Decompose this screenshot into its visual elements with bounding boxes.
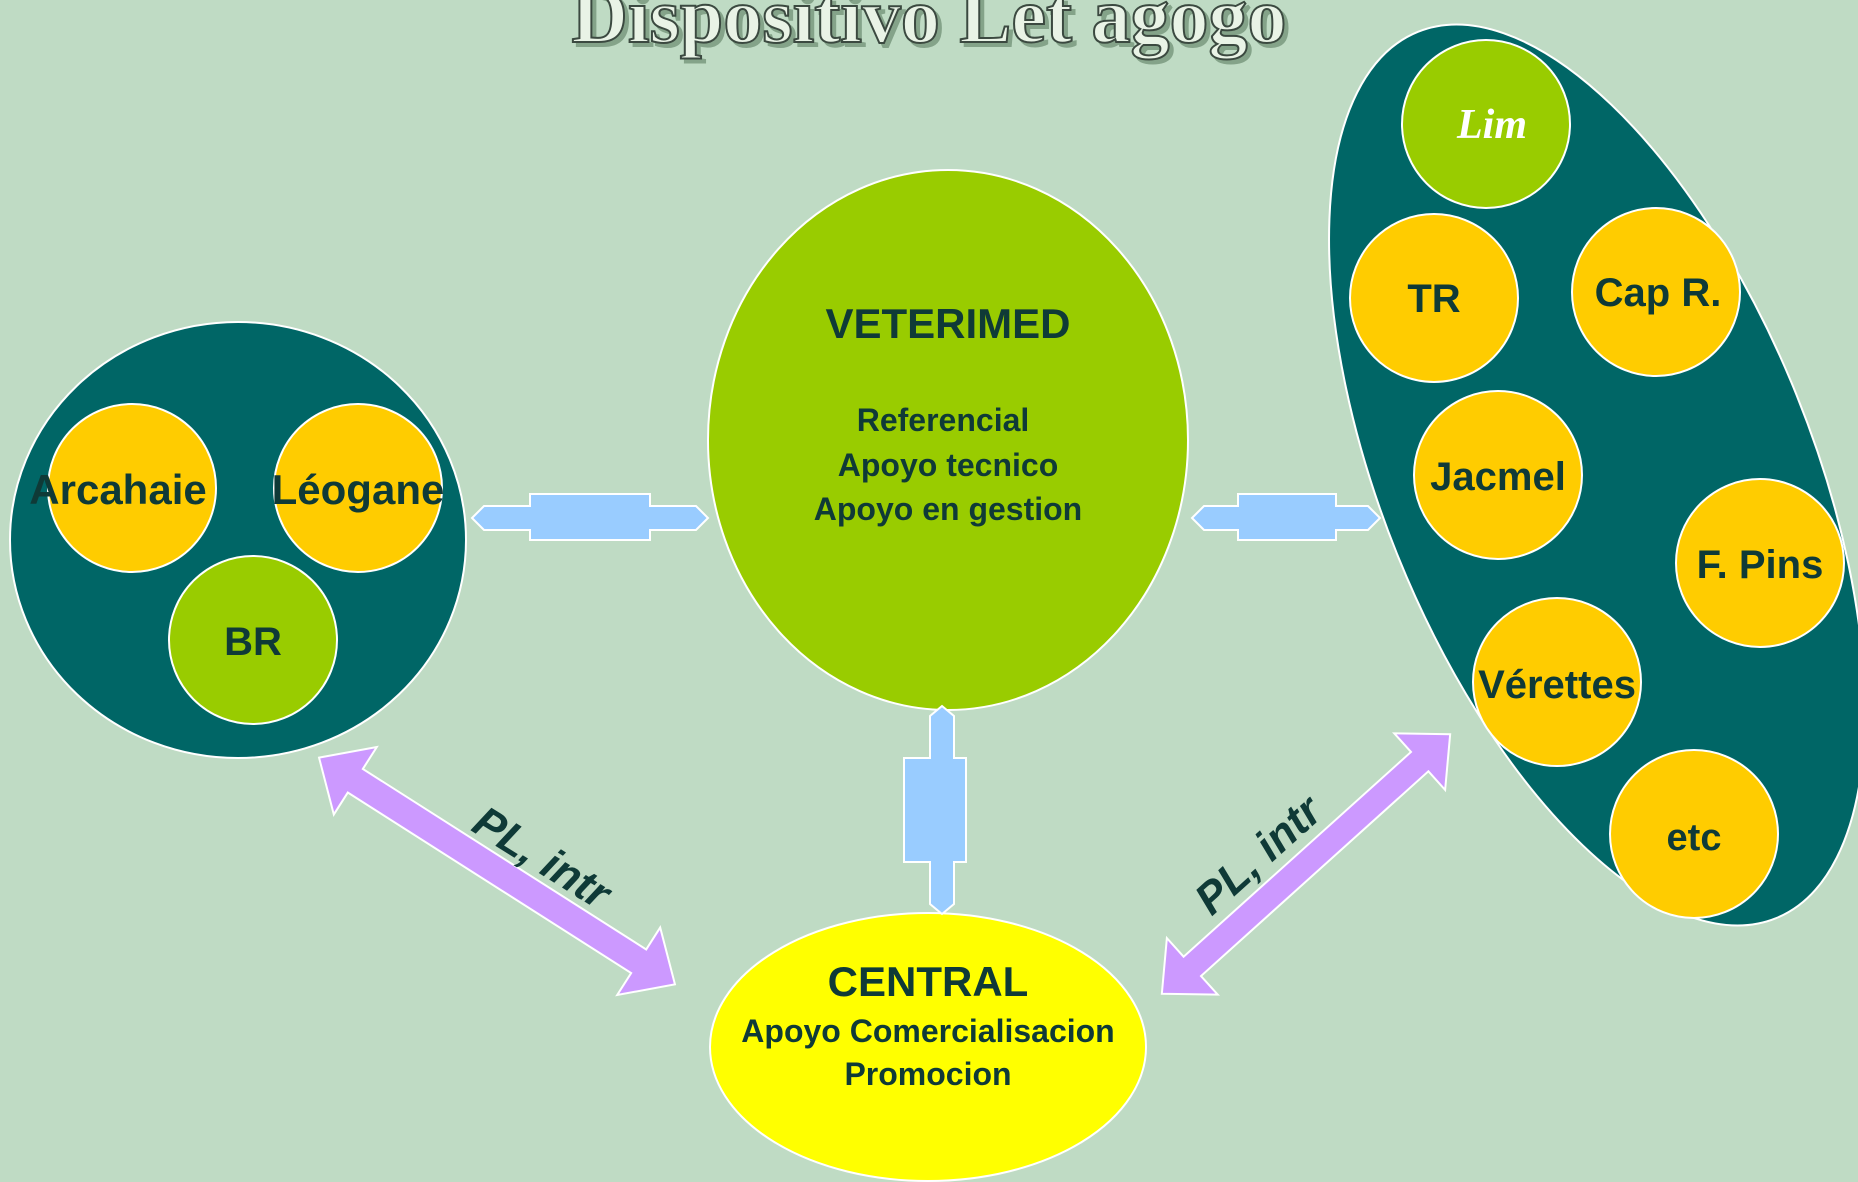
lim-logo-circle <box>1401 39 1571 209</box>
member-arcahaie <box>47 403 217 573</box>
member-f-pins-label: F. Pins <box>1697 543 1824 587</box>
central-node <box>709 912 1147 1182</box>
arrow-veterimed-central <box>903 704 967 916</box>
arrow-left-veterimed <box>470 493 710 541</box>
member-etc <box>1609 749 1779 919</box>
veterimed-node <box>707 169 1189 711</box>
central-title: CENTRAL <box>828 958 1029 1005</box>
central-role-1: Apoyo Comercialisacion <box>741 1013 1114 1049</box>
member-cap-r <box>1571 207 1741 377</box>
veterimed-role-2: Apoyo tecnico <box>838 447 1058 483</box>
veterimed-role-1: Referencial <box>857 402 1030 438</box>
member-verettes <box>1472 597 1642 767</box>
page-title: Dispositivo Let agogo <box>571 0 1286 59</box>
member-br <box>168 555 338 725</box>
arrow-veterimed-right <box>1190 493 1382 541</box>
member-arcahaie-label: Arcahaie <box>29 466 206 513</box>
member-cap-r-label: Cap R. <box>1595 271 1722 315</box>
member-leogane-label: Léogane <box>272 466 445 513</box>
central-role-2: Promocion <box>844 1056 1011 1092</box>
arrow-left-central <box>317 745 677 997</box>
member-br-label: BR <box>224 620 282 664</box>
member-f-pins <box>1675 478 1845 648</box>
member-etc-label: etc <box>1667 817 1722 859</box>
member-jacmel <box>1413 390 1583 560</box>
veterimed-title: VETERIMED <box>825 300 1070 347</box>
lim-logo: Lim <box>1456 102 1527 148</box>
member-verettes-label: Vérettes <box>1478 663 1636 707</box>
veterimed-role-3: Apoyo en gestion <box>814 491 1082 527</box>
member-tr-label: TR <box>1407 277 1460 321</box>
member-tr <box>1349 213 1519 383</box>
arrow-right-central <box>1160 732 1452 996</box>
member-leogane <box>273 403 443 573</box>
member-jacmel-label: Jacmel <box>1430 455 1566 499</box>
